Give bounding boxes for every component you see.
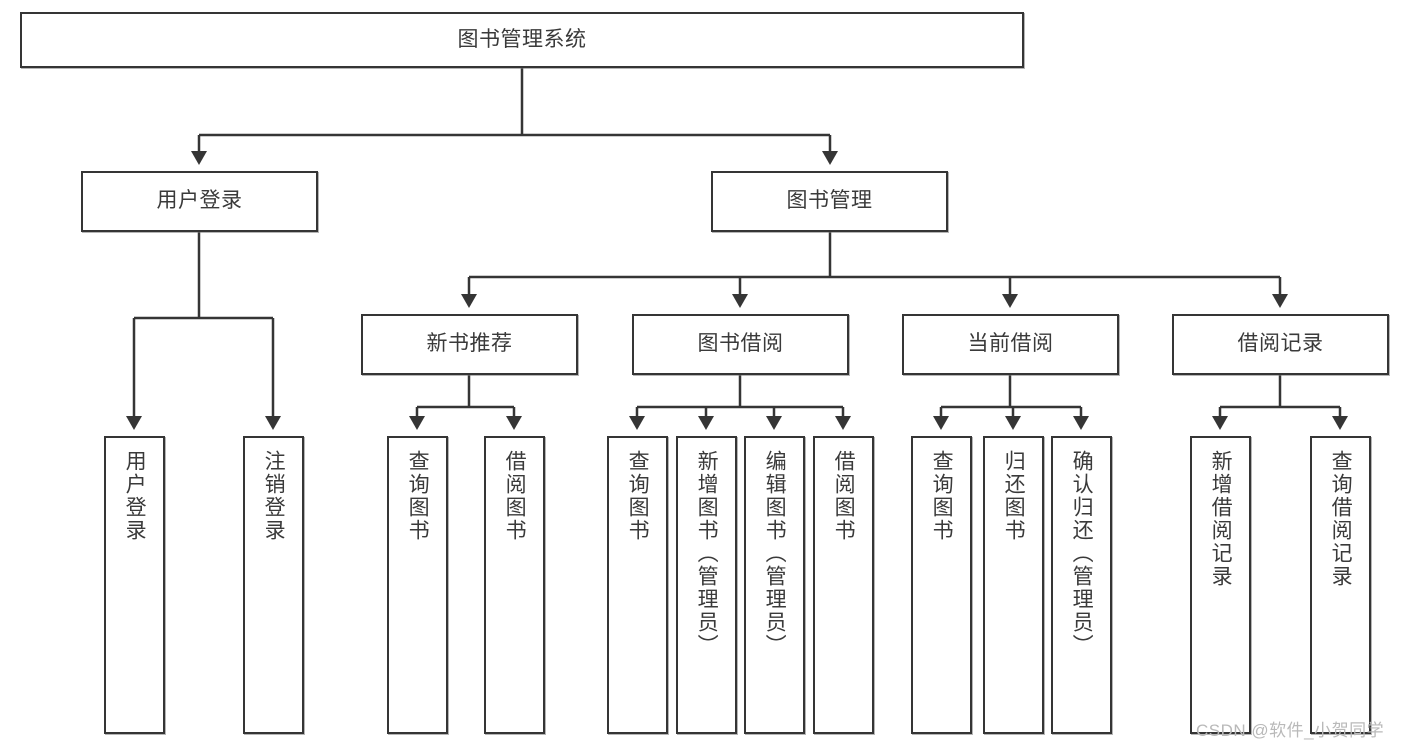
watermark: CSDN @软件_小贺同学 [1196,721,1385,740]
node-label: 确认归还（管理员） [1070,450,1094,657]
node-label: 新增借阅记录 [1209,450,1233,588]
node-label: 用户登录 [123,450,147,542]
leaf-query-books-current[interactable]: 查询图书 [911,436,972,734]
node-label: 当前借阅 [967,332,1054,356]
leaf-add-borrow-record[interactable]: 新增借阅记录 [1190,436,1251,734]
node-current-borrow[interactable]: 当前借阅 [902,314,1119,375]
node-label: 借阅图书 [832,450,856,542]
node-label: 用户登录 [156,189,243,213]
leaf-borrow-books-recommend[interactable]: 借阅图书 [484,436,545,734]
leaf-user-login[interactable]: 用户登录 [104,436,165,734]
leaf-query-borrow-record[interactable]: 查询借阅记录 [1310,436,1371,734]
node-label: 新增图书（管理员） [695,450,719,657]
leaf-query-books-recommend[interactable]: 查询图书 [387,436,448,734]
node-borrow-record[interactable]: 借阅记录 [1172,314,1389,375]
leaf-return-books[interactable]: 归还图书 [983,436,1044,734]
leaf-edit-book-admin[interactable]: 编辑图书（管理员） [744,436,805,734]
node-label: 新书推荐 [426,332,513,356]
node-new-book-recommend[interactable]: 新书推荐 [361,314,578,375]
node-user-login[interactable]: 用户登录 [81,171,318,232]
leaf-borrow-books[interactable]: 借阅图书 [813,436,874,734]
node-label: 查询图书 [626,450,650,542]
node-book-borrow[interactable]: 图书借阅 [632,314,849,375]
leaf-query-books-borrow[interactable]: 查询图书 [607,436,668,734]
node-label: 图书管理系统 [457,27,587,51]
node-label: 归还图书 [1002,450,1026,542]
node-label: 图书管理 [786,189,873,213]
node-label: 借阅图书 [503,450,527,542]
node-root[interactable]: 图书管理系统 [20,12,1024,68]
node-label: 查询借阅记录 [1329,450,1353,588]
node-label: 借阅记录 [1237,332,1324,356]
leaf-add-book-admin[interactable]: 新增图书（管理员） [676,436,737,734]
node-label: 查询图书 [930,450,954,542]
node-label: 图书借阅 [697,332,784,356]
node-label: 注销登录 [262,450,286,542]
leaf-confirm-return-admin[interactable]: 确认归还（管理员） [1051,436,1112,734]
leaf-logout[interactable]: 注销登录 [243,436,304,734]
node-label: 查询图书 [406,450,430,542]
node-book-management[interactable]: 图书管理 [711,171,948,232]
node-label: 编辑图书（管理员） [763,450,787,657]
